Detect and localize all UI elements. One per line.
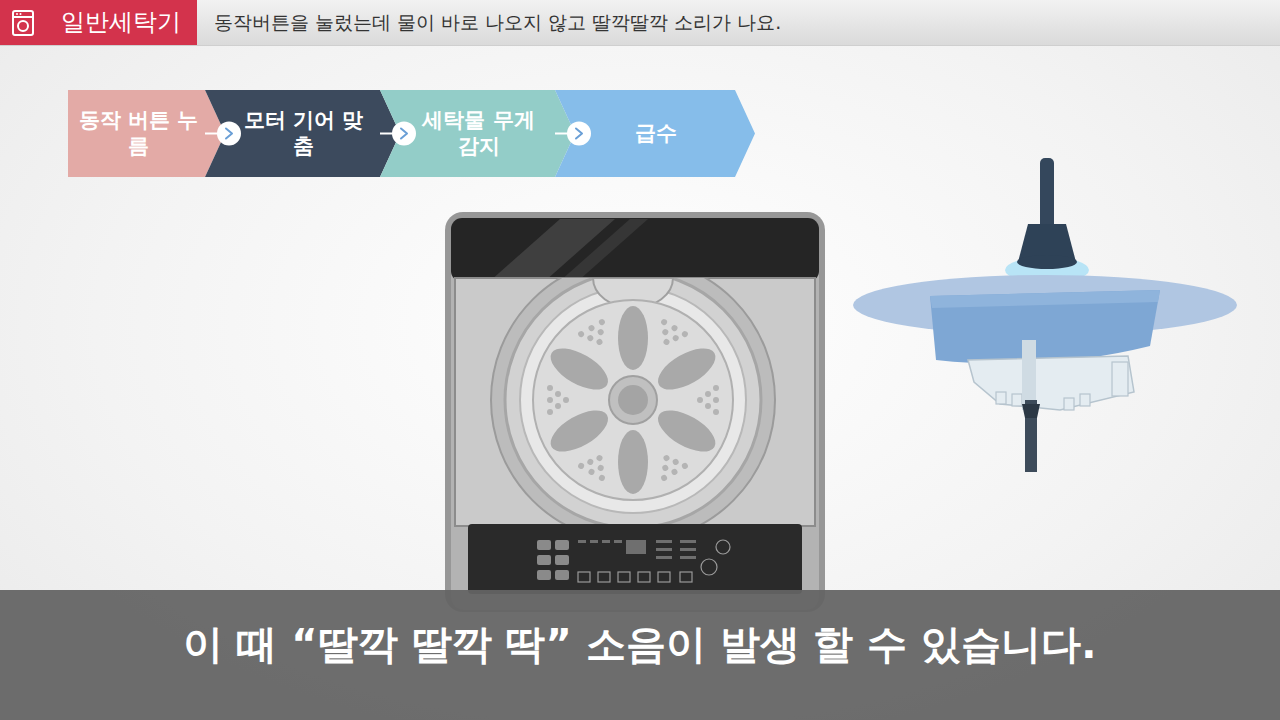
step-label: 모터 기어 맞춤 xyxy=(244,108,364,158)
process-chevron: 급수 xyxy=(555,90,755,177)
process-chevron: 모터 기어 맞춤 xyxy=(205,90,400,177)
category-label: 일반세탁기 xyxy=(61,8,181,37)
step-label: 급수 xyxy=(635,121,677,146)
process-chevron: 세탁물 무게 감지 xyxy=(380,90,575,177)
process-chevron: 동작 버튼 누름 xyxy=(68,90,225,177)
subtitle-caption: 이 때 “딸깍 딸깍 딱” 소음이 발생 할 수 있습니다. xyxy=(20,620,1260,668)
page-title: 동작버튼을 눌렀는데 물이 바로 나오지 않고 딸깍딸깍 소리가 나요. xyxy=(214,10,781,36)
category-tab: 일반세탁기 xyxy=(0,0,197,45)
step-label: 세탁물 무게 감지 xyxy=(419,108,539,158)
step-label: 동작 버튼 누름 xyxy=(79,108,199,158)
washer-icon xyxy=(11,9,35,37)
